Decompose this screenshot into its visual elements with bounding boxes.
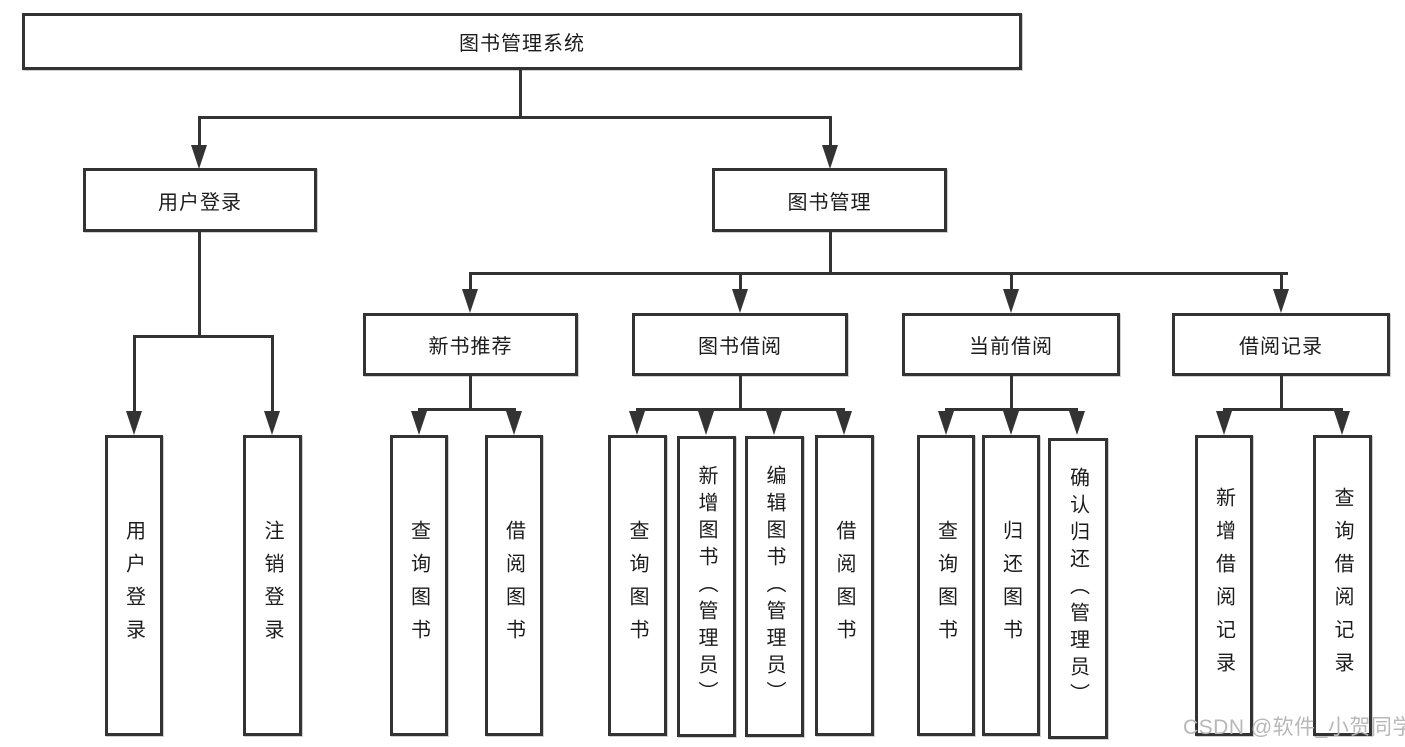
arrow-to-leaf-logout bbox=[264, 411, 280, 435]
arrow-to-rec-query bbox=[411, 411, 427, 435]
leaf-bb-add-books: 新增图书（管理员） bbox=[677, 436, 736, 737]
leaf-bb-query-books-label: 查询图书 bbox=[626, 519, 648, 652]
node-current-borrow-label: 当前借阅 bbox=[969, 336, 1053, 358]
connector-mgmt-drop-2 bbox=[739, 275, 742, 291]
leaf-logout-label: 注销登录 bbox=[261, 519, 283, 652]
connector-mgmt-drop-3 bbox=[1010, 275, 1013, 291]
connector-login-stem bbox=[198, 232, 201, 335]
node-new-book-rec-label: 新书推荐 bbox=[428, 336, 513, 358]
csdn-watermark: CSDN @软件_小贺同学 bbox=[1183, 716, 1405, 739]
leaf-cb-query-books: 查询图书 bbox=[917, 435, 975, 736]
arrow-to-book-mgmt bbox=[822, 145, 838, 169]
leaf-bb-borrow-books-label: 借阅图书 bbox=[833, 519, 855, 652]
connector-cb-stem bbox=[1010, 376, 1013, 408]
connector-root-drop-left bbox=[198, 119, 201, 146]
connector-br-rail bbox=[1223, 408, 1343, 411]
leaf-cb-return-books-label: 归还图书 bbox=[999, 519, 1022, 652]
leaf-br-add-record: 新增借阅记录 bbox=[1195, 435, 1253, 736]
arrow-to-borrow-records bbox=[1273, 289, 1289, 313]
arrow-to-cb-query bbox=[938, 411, 954, 435]
connector-mgmt-rail bbox=[469, 272, 1288, 275]
node-book-mgmt-label: 图书管理 bbox=[787, 191, 872, 214]
arrow-to-br-query bbox=[1334, 411, 1350, 435]
leaf-bb-edit-books-label: 编辑图书（管理员） bbox=[763, 465, 785, 708]
node-new-book-rec: 新书推荐 bbox=[363, 313, 578, 376]
leaf-user-login-label: 用户登录 bbox=[122, 519, 145, 652]
connector-login-drop-2 bbox=[271, 338, 274, 413]
node-user-login-label: 用户登录 bbox=[158, 191, 242, 214]
arrow-to-bb-borrow bbox=[836, 411, 852, 435]
leaf-rec-borrow-books-label: 借阅图书 bbox=[502, 519, 525, 652]
arrow-to-rec-borrow bbox=[506, 411, 522, 435]
leaf-br-add-record-label: 新增借阅记录 bbox=[1212, 486, 1235, 685]
connector-mgmt-stem bbox=[829, 232, 832, 272]
connector-root-drop-right bbox=[829, 119, 832, 146]
connector-rec-rail bbox=[418, 408, 516, 411]
leaf-logout: 注销登录 bbox=[243, 435, 302, 736]
node-user-login: 用户登录 bbox=[83, 168, 317, 232]
node-root-system: 图书管理系统 bbox=[22, 13, 1022, 70]
connector-bb-rail bbox=[636, 408, 845, 411]
leaf-cb-query-books-label: 查询图书 bbox=[934, 519, 957, 652]
arrow-to-book-borrow bbox=[732, 289, 748, 313]
node-root-label: 图书管理系统 bbox=[459, 33, 585, 55]
connector-login-rail bbox=[133, 335, 274, 338]
arrow-to-leaf-login bbox=[126, 411, 142, 435]
connector-mgmt-drop-4 bbox=[1280, 275, 1283, 291]
connector-cb-rail bbox=[945, 408, 1078, 411]
leaf-cb-return-books: 归还图书 bbox=[982, 435, 1040, 736]
connector-mgmt-drop-1 bbox=[469, 275, 472, 291]
leaf-bb-edit-books: 编辑图书（管理员） bbox=[745, 436, 804, 737]
leaf-bb-add-books-label: 新增图书（管理员） bbox=[695, 465, 717, 708]
connector-root-rail bbox=[198, 116, 832, 119]
arrow-to-user-login bbox=[191, 145, 207, 169]
node-book-mgmt: 图书管理 bbox=[712, 168, 947, 232]
leaf-br-query-record-label: 查询借阅记录 bbox=[1331, 486, 1353, 685]
arrow-to-bb-edit bbox=[766, 411, 782, 435]
arrow-to-br-add bbox=[1216, 411, 1232, 435]
arrow-to-bb-add bbox=[698, 411, 714, 435]
leaf-user-login: 用户登录 bbox=[105, 435, 163, 736]
arrow-to-cb-confirm bbox=[1069, 411, 1085, 435]
leaf-bb-borrow-books: 借阅图书 bbox=[815, 435, 874, 736]
node-book-borrow: 图书借阅 bbox=[632, 313, 848, 376]
leaf-br-query-record: 查询借阅记录 bbox=[1313, 435, 1372, 736]
arrow-to-new-book-rec bbox=[462, 289, 478, 313]
arrow-to-cb-return bbox=[1003, 411, 1019, 435]
leaf-cb-confirm-return-label: 确认归还（管理员） bbox=[1066, 467, 1089, 710]
leaf-cb-confirm-return: 确认归还（管理员） bbox=[1048, 438, 1108, 739]
connector-rec-stem bbox=[469, 376, 472, 408]
node-borrow-records: 借阅记录 bbox=[1172, 313, 1390, 376]
leaf-rec-borrow-books: 借阅图书 bbox=[485, 435, 543, 736]
node-book-borrow-label: 图书借阅 bbox=[698, 336, 782, 358]
arrow-to-bb-query bbox=[629, 411, 645, 435]
leaf-rec-query-books: 查询图书 bbox=[390, 435, 448, 736]
node-borrow-records-label: 借阅记录 bbox=[1239, 336, 1323, 358]
leaf-rec-query-books-label: 查询图书 bbox=[407, 519, 430, 652]
leaf-bb-query-books: 查询图书 bbox=[608, 435, 667, 736]
connector-login-drop-1 bbox=[133, 338, 136, 413]
node-current-borrow: 当前借阅 bbox=[902, 313, 1120, 376]
connector-bb-stem bbox=[739, 376, 742, 408]
connector-root-stem bbox=[519, 70, 522, 116]
arrow-to-current-borrow bbox=[1003, 289, 1019, 313]
connector-br-stem bbox=[1280, 376, 1283, 408]
